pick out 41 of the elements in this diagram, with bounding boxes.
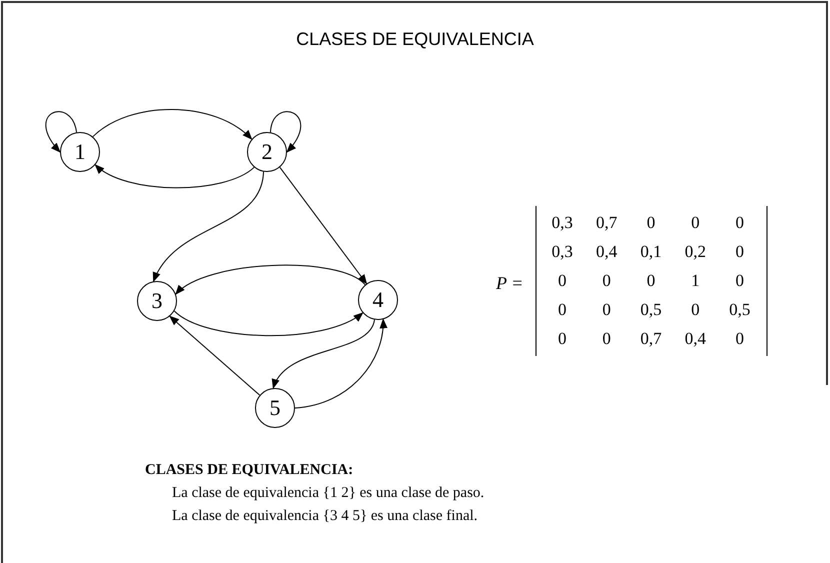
matrix-entry: 0 bbox=[646, 270, 656, 292]
matrix-entry: 0 bbox=[690, 212, 701, 234]
matrix-entry: 0,4 bbox=[684, 328, 708, 350]
section-heading: CLASES DE EQUIVALENCIA: bbox=[145, 461, 354, 480]
matrix-entry: 0 bbox=[601, 270, 612, 292]
matrix-entry: 0 bbox=[734, 270, 746, 292]
arrow bbox=[272, 319, 376, 389]
matrix-entry: 0 bbox=[690, 299, 701, 321]
matrix-entry: 0 bbox=[646, 212, 656, 234]
arrow bbox=[279, 166, 368, 284]
matrix-entry: 0,1 bbox=[639, 241, 663, 263]
arrow bbox=[175, 264, 366, 295]
diagram-title: CLASES DE EQUIVALENCIA bbox=[295, 28, 535, 51]
matrix-entry: 0,3 bbox=[550, 212, 574, 234]
arrow bbox=[45, 111, 78, 153]
arrow bbox=[294, 318, 387, 408]
arrow bbox=[153, 171, 264, 282]
arrow bbox=[270, 111, 302, 153]
matrix-entry: 0 bbox=[734, 212, 746, 234]
matrix-entry: 0,3 bbox=[550, 241, 574, 263]
matrix-entry: 0,7 bbox=[594, 212, 618, 234]
matrix-entry: 0 bbox=[601, 299, 612, 321]
matrix-entry: 0 bbox=[734, 328, 746, 350]
matrix-entry: 0,7 bbox=[639, 328, 663, 350]
matrix-entry: 0 bbox=[734, 241, 746, 263]
matrix-entry: 0,5 bbox=[728, 299, 752, 321]
arrow bbox=[94, 164, 255, 188]
matrix-entry: 0,5 bbox=[639, 299, 663, 321]
arrow bbox=[169, 316, 260, 396]
matrix-entry: 0,4 bbox=[594, 241, 618, 263]
arrow bbox=[92, 108, 252, 140]
matrix-entry: 0 bbox=[556, 328, 568, 350]
matrix-entry: 0,2 bbox=[684, 241, 708, 263]
arrow bbox=[174, 310, 364, 336]
matrix-entry: 1 bbox=[690, 270, 701, 292]
note-text: La clase de equivalencia {1 2} es una clase de paso. bbox=[172, 484, 484, 503]
matrix-entry: 0 bbox=[601, 328, 612, 350]
matrix-entry: 0 bbox=[556, 299, 568, 321]
note-text: La clase de equivalencia {3 4 5} es una clase final. bbox=[172, 507, 478, 526]
matrix-entry: 0 bbox=[556, 270, 568, 292]
matrix-name: P = bbox=[496, 272, 524, 295]
